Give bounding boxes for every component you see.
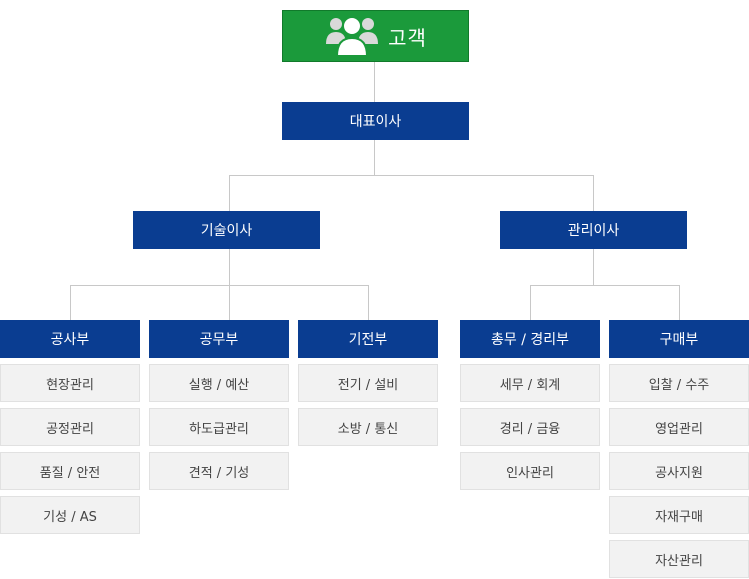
connector-to-construction <box>70 285 71 320</box>
dept-construction-item: 품질 / 안전 <box>0 452 140 490</box>
customer-label: 고객 <box>388 25 427 50</box>
dept-purchasing-item: 영업관리 <box>609 408 749 446</box>
connector-to-tech-director <box>229 175 230 211</box>
admin-director-node: 관리이사 <box>500 211 687 249</box>
dept-general-affairs-item: 경리 / 금융 <box>460 408 600 446</box>
dept-engineering-item: 하도급관리 <box>149 408 289 446</box>
connector-to-general-affairs <box>530 285 531 320</box>
dept-engineering-item: 실행 / 예산 <box>149 364 289 402</box>
ceo-node: 대표이사 <box>282 102 469 140</box>
tech-director-node: 기술이사 <box>133 211 320 249</box>
connector-admin-down <box>593 249 594 285</box>
connector-ceo-down <box>374 140 375 175</box>
connector-to-admin-director <box>593 175 594 211</box>
dept-construction-item: 현장관리 <box>0 364 140 402</box>
connector-tech-down <box>229 249 230 285</box>
dept-electrical: 기전부 <box>298 320 438 358</box>
connector-to-electrical <box>368 285 369 320</box>
dept-purchasing-item: 자재구매 <box>609 496 749 534</box>
connector-tech-horizontal <box>70 285 369 286</box>
dept-engineering-item: 견적 / 기성 <box>149 452 289 490</box>
connector-directors-horizontal <box>229 175 594 176</box>
connector-admin-horizontal <box>530 285 680 286</box>
dept-construction: 공사부 <box>0 320 140 358</box>
customer-node: 고객 <box>282 10 469 62</box>
dept-purchasing-item: 입찰 / 수주 <box>609 364 749 402</box>
dept-general-affairs-item: 세무 / 회계 <box>460 364 600 402</box>
dept-construction-item: 공정관리 <box>0 408 140 446</box>
dept-electrical-item: 전기 / 설비 <box>298 364 438 402</box>
dept-electrical-item: 소방 / 통신 <box>298 408 438 446</box>
dept-purchasing: 구매부 <box>609 320 749 358</box>
connector-to-engineering <box>229 285 230 320</box>
dept-construction-item: 기성 / AS <box>0 496 140 534</box>
dept-general-affairs: 총무 / 경리부 <box>460 320 600 358</box>
dept-purchasing-item: 공사지원 <box>609 452 749 490</box>
dept-general-affairs-item: 인사관리 <box>460 452 600 490</box>
dept-purchasing-item: 자산관리 <box>609 540 749 578</box>
dept-engineering: 공무부 <box>149 320 289 358</box>
connector-to-purchasing <box>679 285 680 320</box>
connector-customer-ceo <box>374 62 375 102</box>
users-group-icon <box>324 14 380 58</box>
